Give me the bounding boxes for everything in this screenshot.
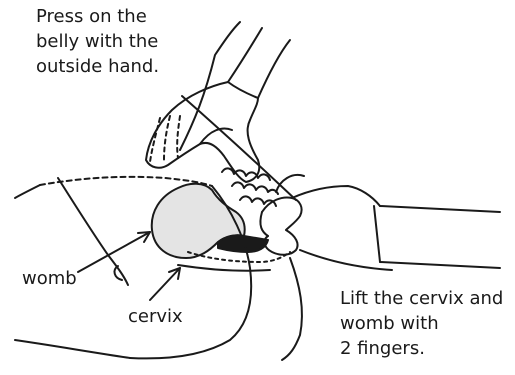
- womb-pointer-arrow: [78, 232, 150, 272]
- outside-arm-cuff: [228, 82, 258, 98]
- inside-arm-cuff: [374, 206, 380, 262]
- lower-thigh-outline: [282, 258, 302, 360]
- outside-arm-right-upper: [258, 40, 290, 98]
- tissue-squiggle-2: [232, 182, 278, 194]
- womb-label: womb: [22, 268, 77, 290]
- tissue-squiggle-3: [240, 196, 276, 206]
- outside-hand-fingers-dashed: [150, 116, 180, 162]
- inside-hand-outline: [262, 198, 302, 255]
- outside-arm-right-outline: [228, 28, 262, 82]
- cervix-label: cervix: [128, 306, 183, 328]
- bottom-caption: Lift the cervix and womb with 2 fingers.: [340, 286, 503, 361]
- inside-hand-fingers: [260, 212, 268, 236]
- top-caption-line-3: outside hand.: [36, 54, 159, 79]
- inside-arm-sleeve: [380, 206, 500, 268]
- bottom-caption-line-2: womb with: [340, 311, 503, 336]
- top-caption-line-1: Press on the: [36, 4, 159, 29]
- body-back-outline: [15, 185, 40, 198]
- bottom-caption-line-3: 2 fingers.: [340, 336, 503, 361]
- outside-arm-left-outline: [180, 22, 240, 150]
- cervix-pointer-arrow: [150, 268, 180, 300]
- top-caption: Press on the belly with the outside hand…: [36, 4, 159, 79]
- bottom-caption-line-1: Lift the cervix and: [340, 286, 503, 311]
- left-hip-outline: [15, 340, 130, 358]
- top-caption-line-2: belly with the: [36, 29, 159, 54]
- lower-body-outline: [178, 265, 270, 271]
- inside-hand-knuckle: [276, 175, 304, 192]
